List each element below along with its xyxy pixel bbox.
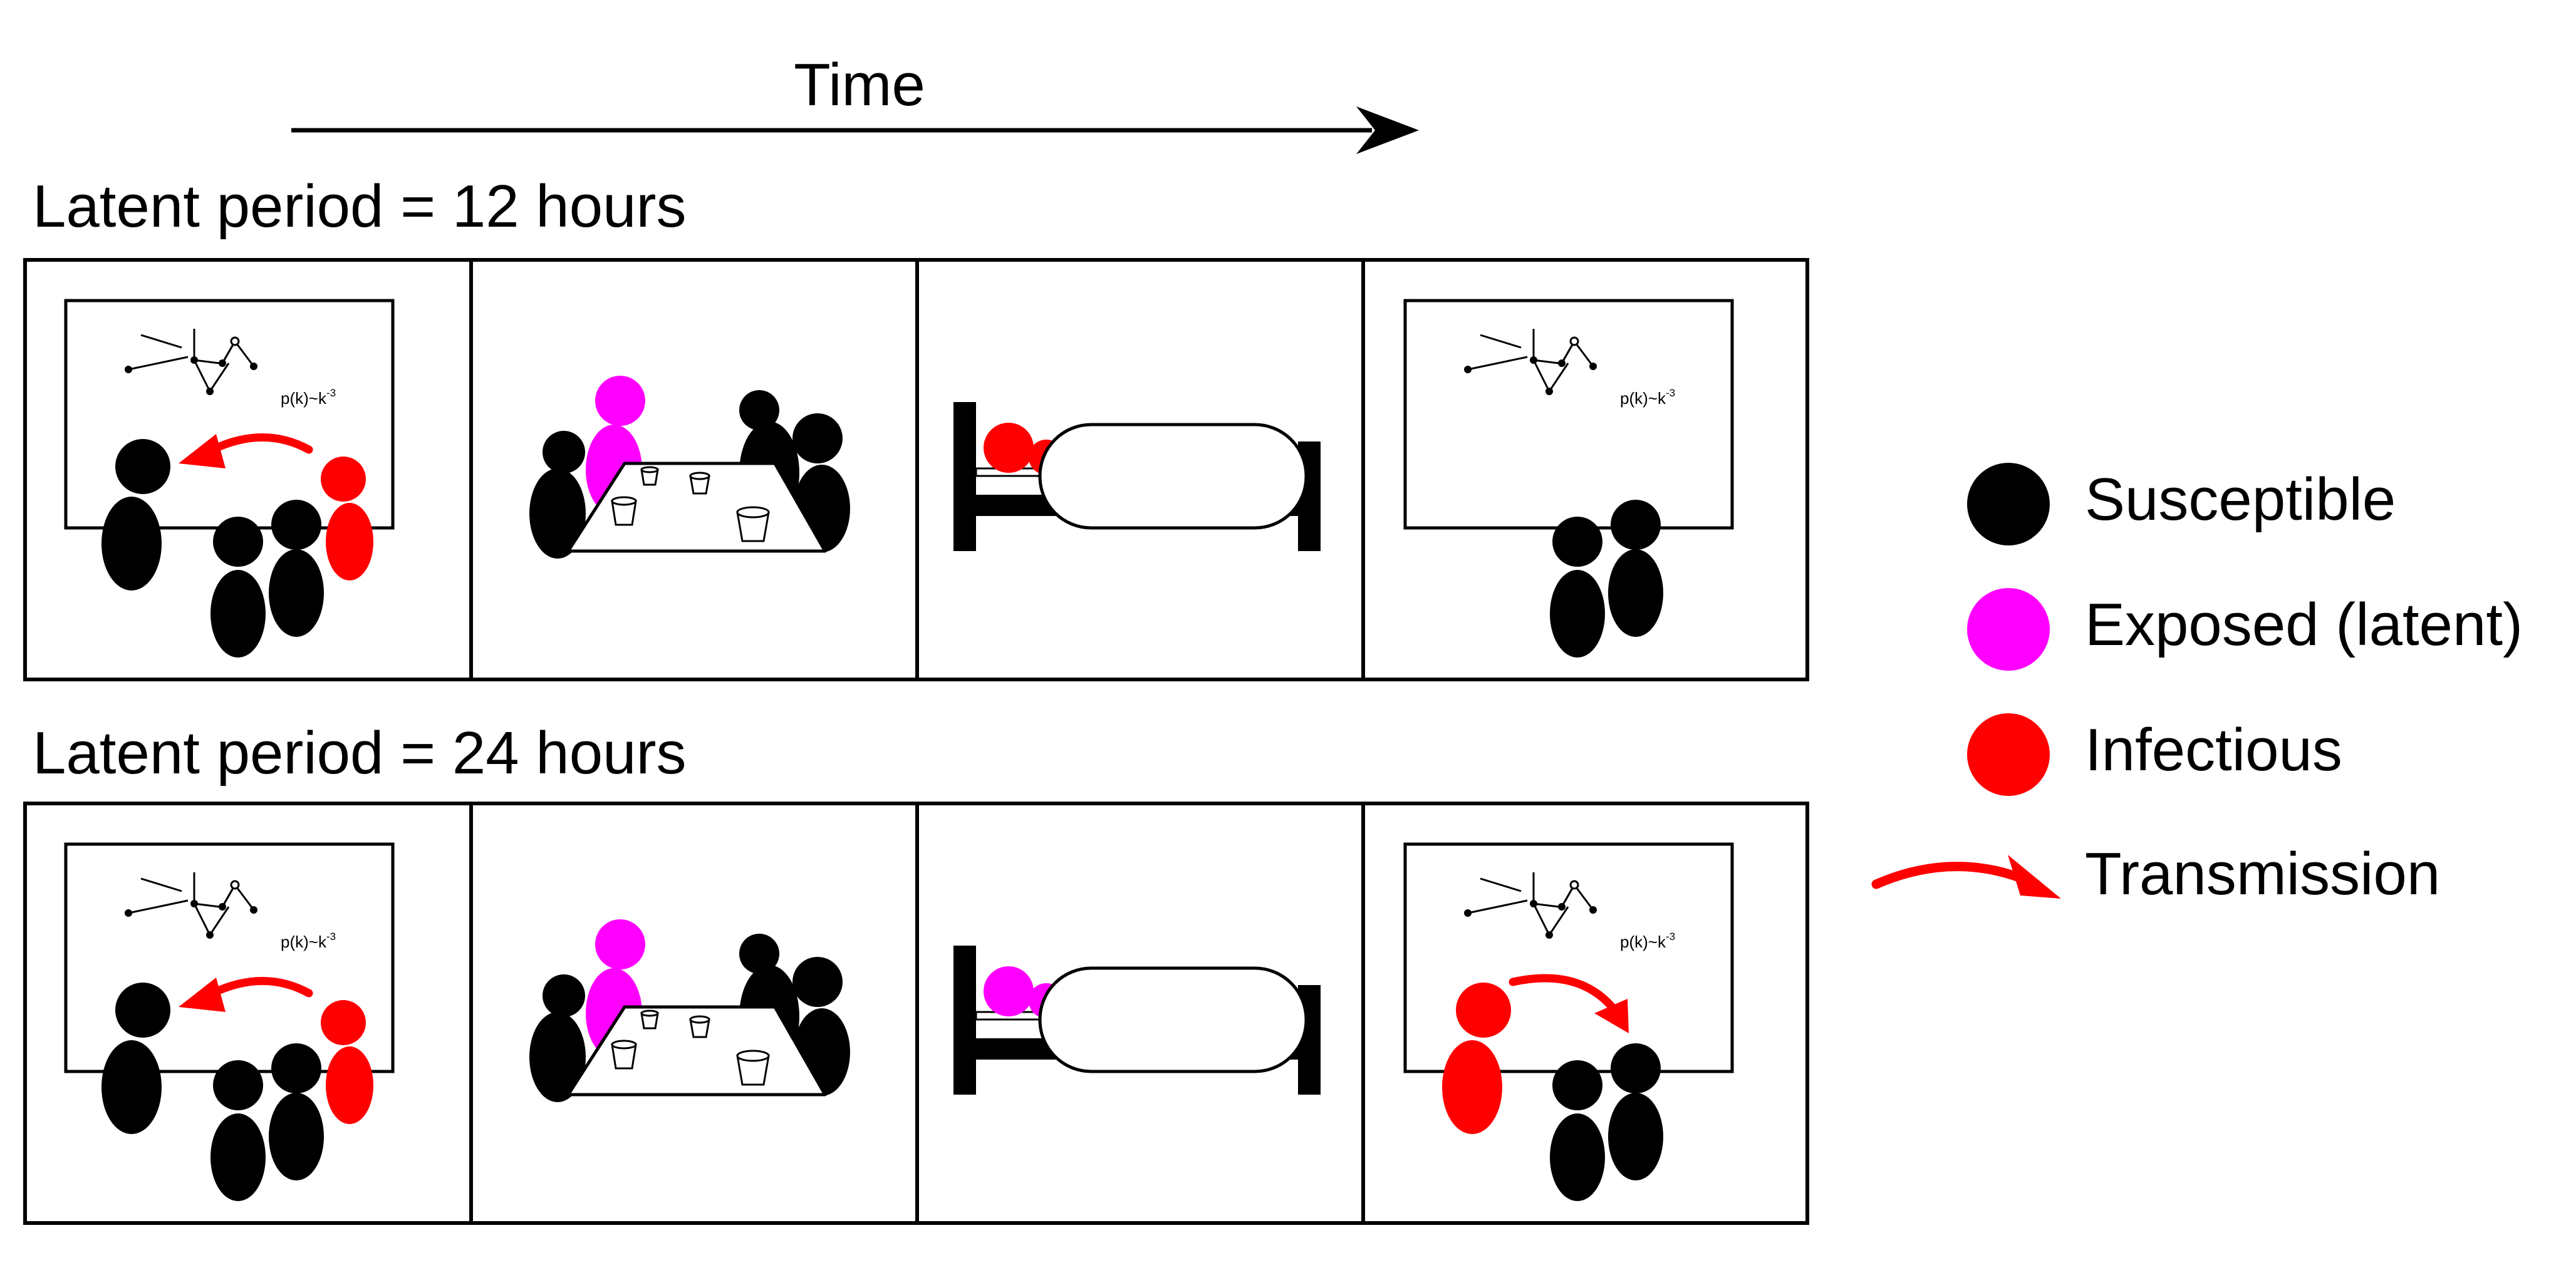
- susceptible-person: [1608, 1043, 1663, 1180]
- susceptible-person: [101, 439, 170, 591]
- legend-item-susceptible: Susceptible: [1967, 463, 2396, 545]
- legend-label-susceptible: Susceptible: [2085, 466, 2396, 533]
- time-arrow-head: [1356, 106, 1419, 154]
- whiteboard-formula: p(k)~k-3: [281, 931, 336, 951]
- legend-item-exposed: Exposed (latent): [1967, 588, 2523, 671]
- legend-label-exposed: Exposed (latent): [2085, 591, 2523, 658]
- susceptible-person: [1608, 500, 1663, 637]
- row-label-12h: Latent period = 12 hours: [33, 173, 686, 240]
- transmission-swatch: [1871, 862, 2022, 889]
- susceptible-person: [1550, 1060, 1605, 1201]
- panel-seminar: p(k)~k-3: [64, 299, 395, 658]
- legend: Susceptible Exposed (latent) Infectious …: [1871, 463, 2523, 907]
- time-label: Time: [794, 51, 925, 118]
- susceptible-person: [101, 983, 170, 1134]
- whiteboard: [1403, 299, 1734, 530]
- infectious-person: [1442, 983, 1511, 1134]
- legend-label-transmission: Transmission: [2085, 840, 2440, 907]
- exposed-swatch: [1967, 588, 2050, 671]
- susceptible-person: [529, 974, 586, 1102]
- legend-item-infectious: Infectious: [1967, 713, 2342, 796]
- row-label-24h: Latent period = 24 hours: [33, 720, 686, 787]
- susceptible-person: [269, 500, 324, 637]
- transmission-arrow: [179, 433, 313, 468]
- whiteboard-formula: p(k)~k-3: [281, 387, 336, 408]
- panel-meeting: [529, 376, 850, 559]
- row-24h: p(k)~k-3: [23, 802, 1809, 1225]
- susceptible-swatch: [1967, 463, 2050, 545]
- time-axis: Time: [291, 51, 1419, 154]
- panel-bed: [953, 402, 1321, 551]
- panel-seminar: p(k)~k-3: [1403, 299, 1734, 658]
- transmission-arrow: [179, 977, 313, 1012]
- whiteboard: [1403, 842, 1734, 1073]
- panel-seminar: p(k)~k-3: [64, 842, 395, 1201]
- whiteboard-formula: p(k)~k-3: [1620, 931, 1675, 951]
- infectious-person: [321, 457, 373, 581]
- panel-meeting: [529, 919, 850, 1102]
- susceptible-person: [269, 1043, 324, 1180]
- blanket: [1038, 423, 1308, 530]
- infectious-person: [321, 1000, 373, 1124]
- panel-seminar: p(k)~k-3: [1403, 842, 1734, 1201]
- blanket: [1038, 966, 1308, 1073]
- susceptible-person: [529, 431, 586, 559]
- transmission-arrow: [1509, 974, 1629, 1033]
- panel-bed: [953, 946, 1321, 1095]
- legend-label-infectious: Infectious: [2085, 716, 2342, 783]
- susceptible-person: [210, 517, 266, 658]
- legend-item-transmission: Transmission: [1871, 840, 2440, 907]
- susceptible-person: [1550, 517, 1605, 658]
- whiteboard-formula: p(k)~k-3: [1620, 387, 1675, 408]
- row-12h: p(k)~k-3: [23, 258, 1809, 681]
- susceptible-person: [210, 1060, 266, 1201]
- infectious-swatch: [1967, 713, 2050, 796]
